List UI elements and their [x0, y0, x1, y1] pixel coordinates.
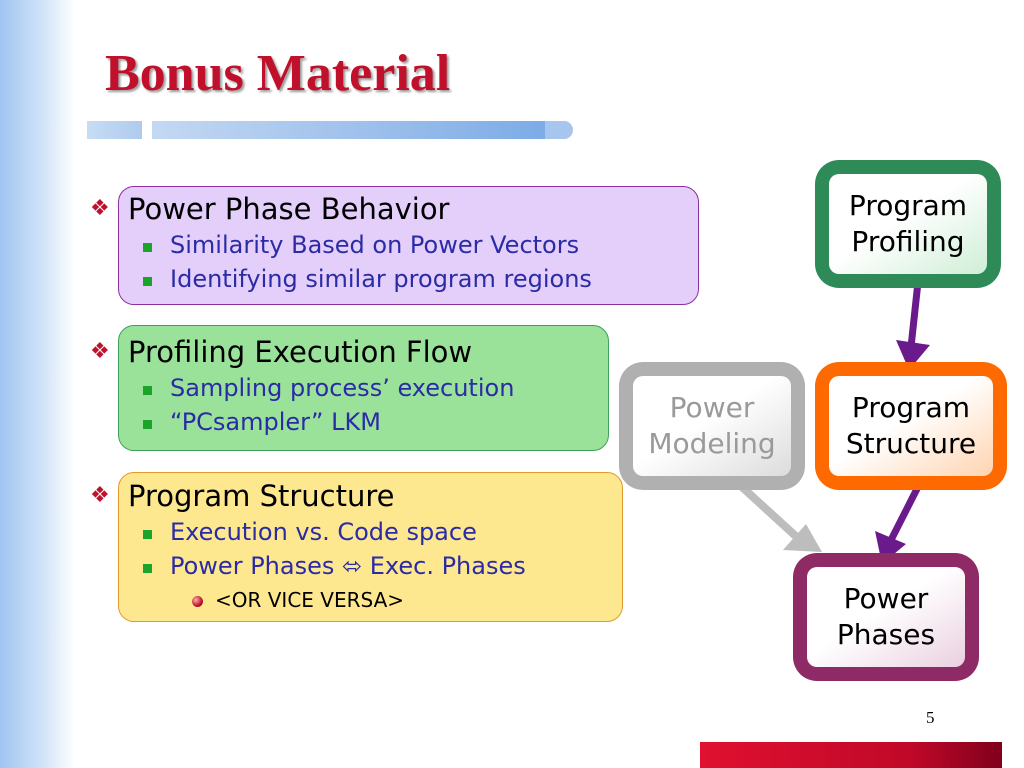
sub-item: Identifying similar program regions — [170, 265, 592, 293]
section-heading: Profiling Execution Flow — [128, 335, 473, 369]
node-label: Power Modeling — [633, 376, 791, 476]
slide-number: 5 — [926, 708, 935, 727]
footer-red-bar — [700, 742, 1002, 768]
sub-item: “PCsampler” LKM — [170, 408, 381, 436]
square-bullet-icon — [143, 420, 152, 429]
square-bullet-icon — [143, 530, 152, 539]
sub-item: Sampling process’ execution — [170, 374, 515, 402]
node-label: Power Phases — [807, 567, 965, 667]
diamond-bullet-icon: ❖ — [90, 196, 110, 221]
title-underline-bar — [152, 121, 560, 139]
node-label: Program Structure — [829, 376, 993, 476]
node-power-phases: Power Phases — [793, 553, 979, 681]
slide-title: Bonus Material — [105, 45, 451, 102]
sub-sub-item: <OR VICE VERSA> — [215, 588, 405, 612]
section-heading: Program Structure — [128, 479, 395, 513]
arrow-modeling-to-phases — [739, 484, 803, 543]
node-program-structure: Program Structure — [815, 362, 1007, 490]
section-heading: Power Phase Behavior — [128, 192, 450, 226]
section-box-power-phase — [118, 186, 699, 305]
square-bullet-icon — [143, 386, 152, 395]
left-gradient-bar — [0, 0, 75, 768]
arrowhead-icon — [783, 524, 822, 552]
node-power-modeling: Power Modeling — [619, 362, 805, 490]
node-program-profiling: Program Profiling — [815, 160, 1001, 288]
diamond-bullet-icon: ❖ — [90, 339, 110, 364]
diamond-bullet-icon: ❖ — [90, 483, 110, 508]
section-box-profiling — [118, 325, 609, 451]
sub-item: Similarity Based on Power Vectors — [170, 231, 580, 259]
square-bullet-icon — [143, 277, 152, 286]
square-bullet-icon — [143, 564, 152, 573]
node-label: Program Profiling — [829, 174, 987, 274]
title-underline-segment — [87, 121, 142, 139]
section-box-program-structure — [118, 472, 623, 622]
arrow-profiling-to-structure — [907, 281, 922, 348]
ball-bullet-icon — [192, 596, 203, 607]
title-underline-end — [545, 121, 573, 139]
sub-item: Execution vs. Code space — [170, 518, 477, 546]
square-bullet-icon — [143, 243, 152, 252]
sub-item: Power Phases ⬄ Exec. Phases — [170, 552, 526, 580]
